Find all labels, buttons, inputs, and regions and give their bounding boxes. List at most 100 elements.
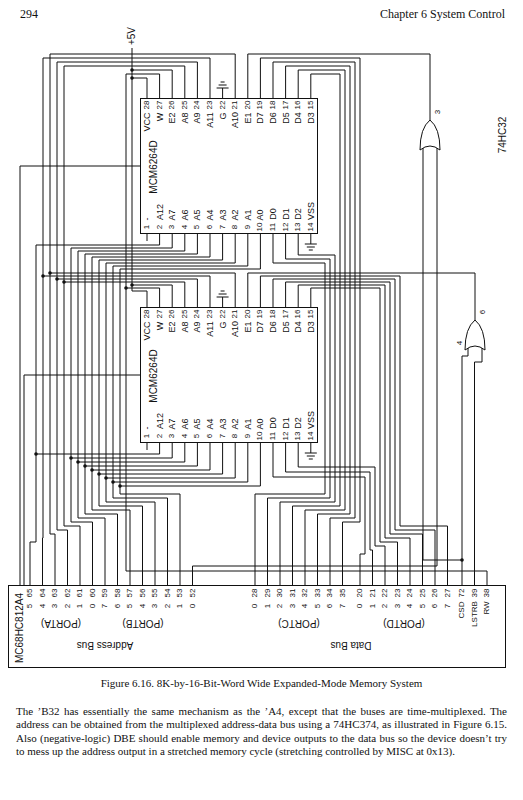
pin-stub bbox=[273, 443, 274, 450]
junction-dot bbox=[111, 480, 115, 484]
junction-dot bbox=[130, 283, 134, 287]
bus-name: Address Bus bbox=[77, 640, 134, 650]
pin-number: 30 bbox=[276, 589, 284, 598]
pin-stub bbox=[172, 300, 173, 307]
bus-line bbox=[132, 48, 133, 291]
pin-stub bbox=[280, 577, 281, 585]
pin-stub bbox=[55, 577, 56, 585]
wire bbox=[273, 62, 355, 91]
bus-line bbox=[120, 269, 121, 494]
pin-stub bbox=[222, 234, 223, 241]
pin-stub bbox=[422, 577, 423, 585]
pin-stub bbox=[184, 91, 185, 98]
pin-stub bbox=[147, 443, 148, 450]
pin-number: 23 bbox=[206, 101, 214, 110]
junction-dot bbox=[460, 558, 464, 562]
pin-name: A5 bbox=[193, 209, 202, 220]
bus-line bbox=[71, 248, 72, 522]
pin-stub bbox=[267, 577, 268, 585]
pin-number: 4 bbox=[456, 341, 464, 345]
wire bbox=[78, 450, 185, 462]
pin-number: 28 bbox=[143, 101, 151, 110]
pin-stub bbox=[310, 443, 311, 450]
pin-number: 11 bbox=[269, 432, 277, 440]
pin-number: 20 bbox=[244, 310, 252, 319]
pin-stub bbox=[155, 577, 156, 585]
pin-stub bbox=[67, 577, 68, 585]
pin-number: 1 bbox=[143, 225, 151, 229]
pin-number: 14 bbox=[307, 432, 315, 441]
pin-name: D3 bbox=[306, 112, 315, 124]
pin-number: 16 bbox=[294, 310, 302, 319]
ground-symbol bbox=[219, 294, 227, 295]
pin-number: 28 bbox=[143, 310, 151, 319]
pin-number: 54 bbox=[164, 589, 172, 598]
wire bbox=[120, 450, 260, 486]
bus-line bbox=[390, 282, 391, 534]
bus-line bbox=[99, 260, 100, 506]
pin-name: A3 bbox=[218, 209, 227, 220]
wire bbox=[57, 530, 68, 577]
port-bit: 5 bbox=[126, 604, 134, 608]
signal-name: RW bbox=[483, 601, 491, 614]
pin-name: A1 bbox=[243, 209, 252, 220]
wire bbox=[400, 526, 448, 577]
pin-stub bbox=[30, 577, 31, 585]
pin-number: 25 bbox=[181, 101, 189, 110]
pin-stub bbox=[298, 91, 299, 98]
junction-dot bbox=[62, 280, 66, 284]
pin-name: A1 bbox=[243, 418, 252, 429]
pin-number: 65 bbox=[26, 589, 34, 598]
wire bbox=[92, 450, 210, 470]
pin-name: VSS bbox=[306, 411, 315, 429]
port-bit: 5 bbox=[26, 604, 34, 608]
port-bit: 2 bbox=[276, 604, 284, 608]
port-bit: 3 bbox=[151, 604, 159, 608]
pin-name: VCC bbox=[143, 112, 152, 131]
port-bit: 1 bbox=[176, 604, 184, 608]
pin-number: 17 bbox=[282, 101, 290, 110]
ground-symbol bbox=[309, 459, 313, 460]
junction-dot bbox=[41, 274, 45, 278]
wire bbox=[126, 74, 160, 91]
pin-name: D0 bbox=[269, 417, 278, 429]
port-name: (PORTB) bbox=[122, 618, 163, 628]
pin-stub bbox=[462, 577, 463, 585]
pin-stub bbox=[298, 300, 299, 307]
pin-name: A10 bbox=[231, 112, 240, 128]
pin-stub bbox=[247, 443, 248, 450]
pin-number: 10 bbox=[256, 432, 264, 441]
pin-number: 24 bbox=[193, 101, 201, 110]
pin-name: D2 bbox=[294, 208, 303, 220]
pin-name: - bbox=[143, 426, 152, 429]
pin-name: A6 bbox=[180, 418, 189, 429]
pin-stub bbox=[360, 577, 361, 585]
pin-number: 61 bbox=[76, 589, 84, 598]
pin-stub bbox=[342, 577, 343, 585]
wire bbox=[71, 522, 93, 577]
pin-stub bbox=[260, 300, 261, 307]
pin-stub bbox=[147, 91, 148, 98]
bus-line bbox=[330, 259, 331, 498]
wire bbox=[311, 74, 340, 91]
wire bbox=[99, 506, 143, 577]
ground-symbol bbox=[217, 297, 229, 298]
pin-number: 12 bbox=[282, 432, 290, 441]
chip-name: MCM6264D bbox=[149, 349, 159, 402]
port-bit: 4 bbox=[301, 604, 309, 608]
pin-stub bbox=[285, 300, 286, 307]
pin-number: 60 bbox=[89, 589, 97, 598]
pin-stub bbox=[273, 300, 274, 307]
pin-name: A8 bbox=[180, 112, 189, 123]
wire bbox=[50, 534, 55, 577]
pin-name: VSS bbox=[306, 202, 315, 220]
port-bit: 0 bbox=[189, 604, 197, 608]
wire bbox=[132, 291, 147, 300]
wire bbox=[423, 148, 462, 560]
wire bbox=[36, 241, 160, 245]
pin-stub bbox=[255, 577, 256, 585]
junction-dot bbox=[76, 460, 80, 464]
bus-line bbox=[360, 58, 361, 522]
pin-stub bbox=[159, 443, 160, 450]
